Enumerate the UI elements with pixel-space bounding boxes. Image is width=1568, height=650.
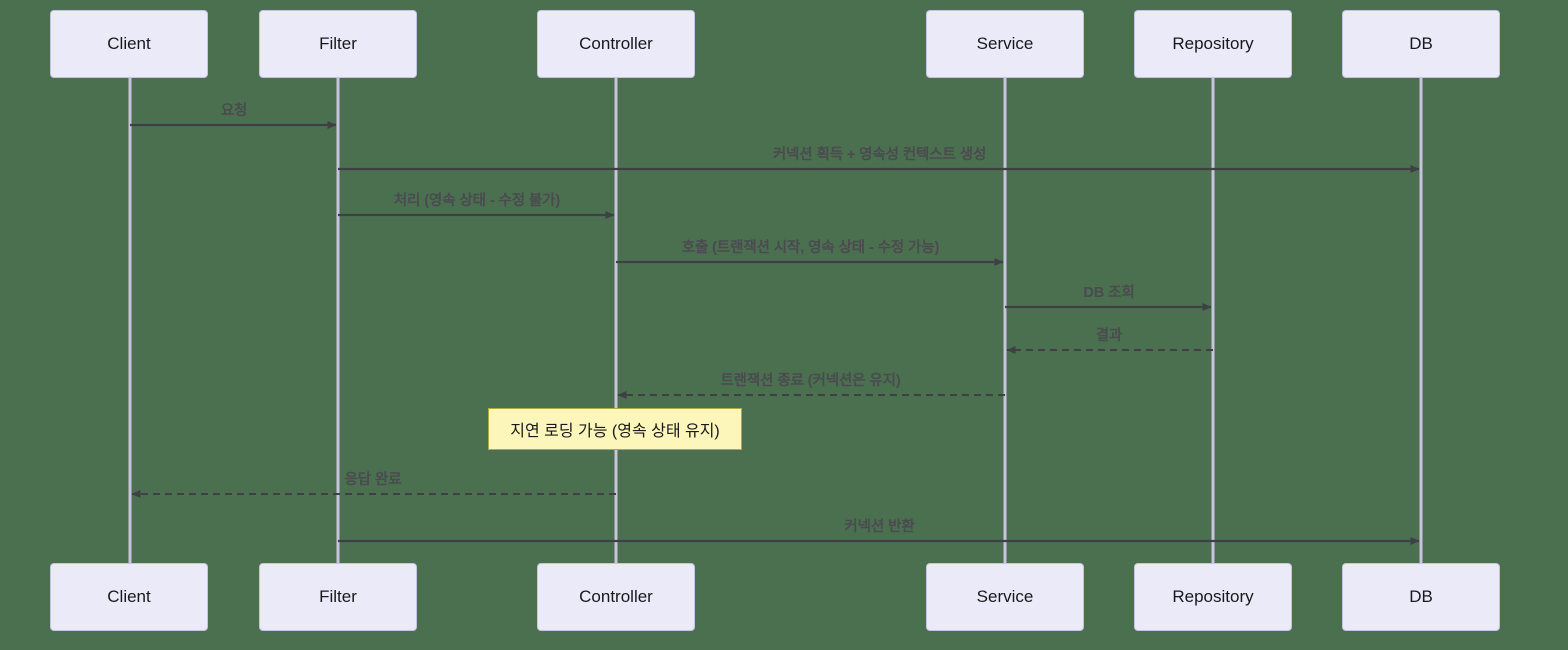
- actor-label-filter-top: Filter: [319, 34, 357, 53]
- message-label-m4: 호출 (트랜잭션 시작, 영속 상태 - 수정 가능): [681, 240, 940, 256]
- message-label-m2: 커넥션 획득 + 영속성 컨텍스트 생성: [772, 147, 987, 163]
- actor-label-db-bottom: DB: [1409, 587, 1433, 606]
- message-label-m7: 트랜잭션 종료 (커넥션은 유지): [720, 373, 901, 389]
- actor-label-client-top: Client: [107, 34, 151, 53]
- actor-label-service-bottom: Service: [976, 587, 1034, 606]
- lifelines-group: [128, 78, 1423, 563]
- actor-box-controller-top[interactable]: Controller: [537, 10, 695, 78]
- actor-box-repository-top[interactable]: Repository: [1134, 10, 1292, 78]
- actor-box-client-top[interactable]: Client: [50, 10, 208, 78]
- actor-box-db-top[interactable]: DB: [1342, 10, 1500, 78]
- actor-box-service-top[interactable]: Service: [926, 10, 1084, 78]
- actor-box-filter-bottom[interactable]: Filter: [259, 563, 417, 631]
- message-label-m8: 응답 완료: [344, 472, 402, 488]
- actor-box-filter-top[interactable]: Filter: [259, 10, 417, 78]
- note-text-n1: 지연 로딩 가능 (영속 상태 유지): [510, 423, 720, 440]
- actor-box-repository-bottom[interactable]: Repository: [1134, 563, 1292, 631]
- message-label-m6: 결과: [1095, 328, 1123, 344]
- message-arrows-group: [130, 121, 1420, 545]
- actor-label-repository-bottom: Repository: [1172, 587, 1254, 606]
- message-label-m5: DB 조회: [1083, 285, 1135, 301]
- actor-label-db-top: DB: [1409, 34, 1433, 53]
- message-label-m9: 커넥션 반환: [844, 519, 915, 535]
- actor-box-controller-bottom[interactable]: Controller: [537, 563, 695, 631]
- message-label-m1: 요청: [220, 103, 248, 119]
- actor-label-client-bottom: Client: [107, 587, 151, 606]
- actor-label-filter-bottom: Filter: [319, 587, 357, 606]
- actor-box-service-bottom[interactable]: Service: [926, 563, 1084, 631]
- note-box-n1[interactable]: 지연 로딩 가능 (영속 상태 유지): [488, 408, 742, 450]
- actor-label-repository-top: Repository: [1172, 34, 1254, 53]
- actor-label-controller-top: Controller: [579, 34, 653, 53]
- actor-label-controller-bottom: Controller: [579, 587, 653, 606]
- actor-box-client-bottom[interactable]: Client: [50, 563, 208, 631]
- actor-box-db-bottom[interactable]: DB: [1342, 563, 1500, 631]
- actor-label-service-top: Service: [976, 34, 1034, 53]
- message-label-m3: 처리 (영속 상태 - 수정 불가): [393, 193, 561, 209]
